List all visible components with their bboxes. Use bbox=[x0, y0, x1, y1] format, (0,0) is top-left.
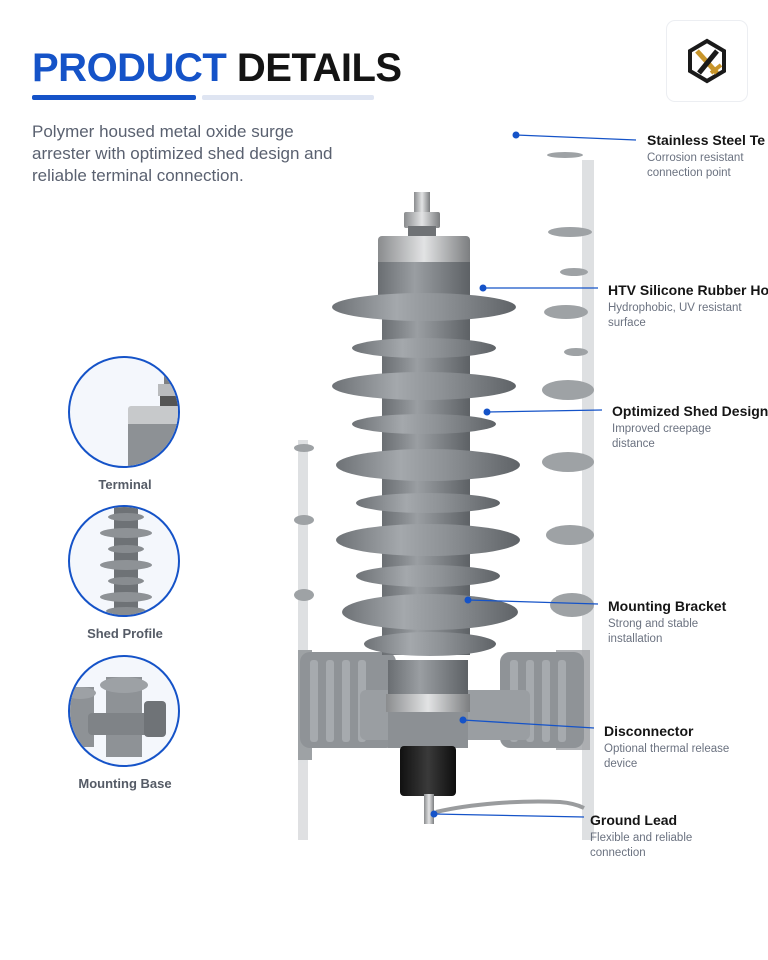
callout-subtitle-disconnector: Optional thermal release device bbox=[604, 743, 730, 770]
callout-subtitle-shed-design: Improved creepage distance bbox=[612, 423, 712, 450]
title-underline-accent bbox=[32, 95, 196, 100]
title-underline-muted bbox=[202, 95, 374, 100]
thumbnail-mounting-base bbox=[68, 655, 180, 767]
callout-subtitle-terminal: Corrosion resistant connection point bbox=[647, 152, 744, 179]
callout-title-shed-design: Optimized Shed Design bbox=[612, 403, 768, 419]
background-arrester-left bbox=[294, 440, 314, 840]
thumbnail-label-shed-profile: Shed Profile bbox=[87, 626, 163, 641]
thumbnail-label-terminal: Terminal bbox=[98, 477, 152, 492]
callout-dots bbox=[430, 131, 520, 818]
callout-subtitle-ground-lead: Flexible and reliable connection bbox=[590, 832, 693, 859]
callout-leaders bbox=[433, 134, 637, 818]
callout-title-disconnector: Disconnector bbox=[604, 723, 694, 739]
brand-logo bbox=[667, 21, 747, 101]
terminal-detail-image bbox=[128, 364, 178, 466]
thumbnail-terminal bbox=[68, 356, 180, 468]
callout-subtitle-housing: Hydrophobic, UV resistant surface bbox=[608, 302, 742, 329]
thumbnail-shed-profile bbox=[68, 505, 180, 617]
callout-title-housing: HTV Silicone Rubber Ho bbox=[608, 282, 768, 298]
title-main: DETAILS bbox=[236, 46, 402, 90]
callout-title-bracket: Mounting Bracket bbox=[608, 598, 727, 614]
sheds bbox=[332, 293, 520, 656]
thumbnail-label-mounting-base: Mounting Base bbox=[78, 776, 172, 791]
callout-title-terminal: Stainless Steel Te bbox=[647, 132, 766, 148]
callout-title-ground-lead: Ground Lead bbox=[590, 812, 678, 828]
callout-subtitle-bracket: Strong and stable installation bbox=[608, 618, 699, 645]
mounting-base-image bbox=[70, 677, 166, 757]
title-highlight: PRODUCT bbox=[32, 46, 227, 90]
product-description: Polymer housed metal oxide surge arreste… bbox=[32, 122, 333, 185]
top-terminal bbox=[378, 192, 470, 302]
shed-profile-image bbox=[100, 507, 152, 615]
hexagon-logo-icon bbox=[688, 38, 726, 84]
page-title: PRODUCT DETAILS bbox=[32, 44, 402, 92]
base-assembly bbox=[386, 660, 585, 824]
